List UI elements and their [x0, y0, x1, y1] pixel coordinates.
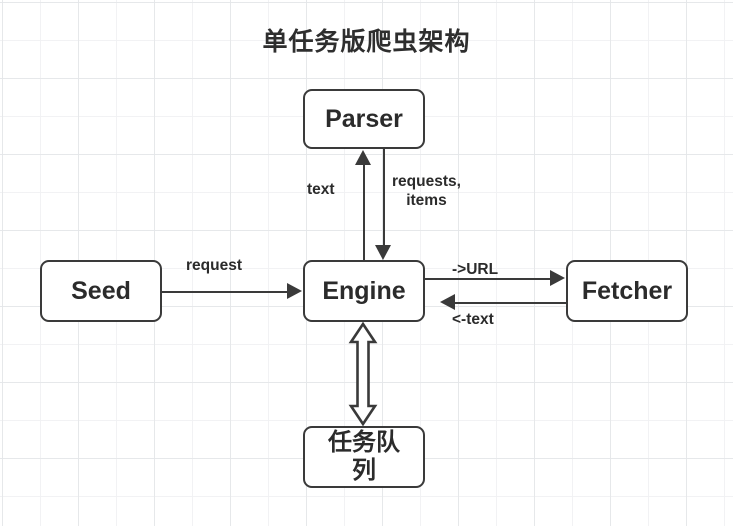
node-parser[interactable]: Parser [303, 89, 425, 149]
diagram-title: 单任务版爬虫架构 [262, 28, 471, 56]
node-queue-label: 任务队列 [328, 429, 400, 484]
arrowhead-parser-engine [375, 245, 391, 260]
arrowhead-engine-parser [355, 150, 371, 165]
edge-label-request: request [186, 257, 242, 274]
edge-label-to-url: ->URL [452, 261, 499, 278]
node-engine-label: Engine [322, 276, 406, 305]
arrowhead-seed-engine [287, 283, 302, 299]
arrowhead-engine-fetcher [550, 270, 565, 286]
double-arrow-engine-queue [348, 321, 378, 427]
node-engine[interactable]: Engine [303, 260, 425, 322]
edge-label-from-text: <-text [452, 311, 494, 328]
node-queue[interactable]: 任务队列 [303, 426, 425, 488]
node-seed-label: Seed [71, 276, 131, 305]
node-parser-label: Parser [325, 104, 403, 133]
node-fetcher[interactable]: Fetcher [566, 260, 688, 322]
edge-line-seed-engine [162, 291, 287, 293]
edge-label-requests-items: requests, items [392, 173, 461, 209]
node-seed[interactable]: Seed [40, 260, 162, 322]
double-arrow-icon [348, 321, 378, 427]
edge-line-engine-parser [363, 165, 365, 261]
edge-line-engine-fetcher [425, 278, 550, 280]
edge-line-parser-engine [383, 149, 385, 245]
arrowhead-fetcher-engine [440, 294, 455, 310]
node-fetcher-label: Fetcher [581, 276, 673, 305]
edge-label-text: text [307, 181, 335, 198]
edge-line-fetcher-engine [455, 302, 566, 304]
